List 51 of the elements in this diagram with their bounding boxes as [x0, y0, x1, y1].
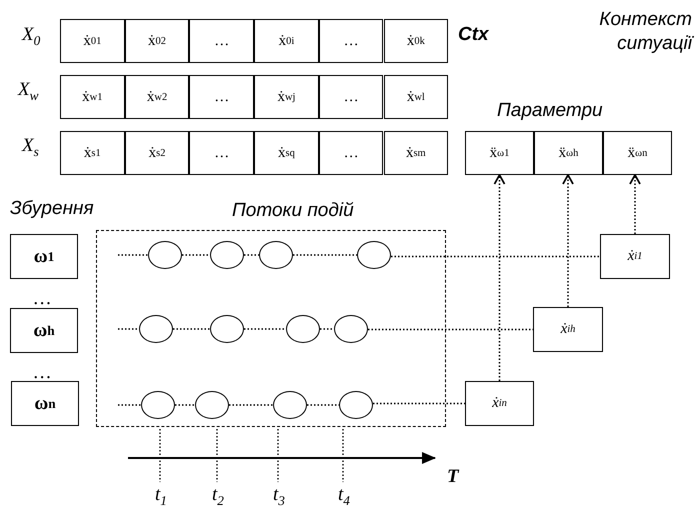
dotted-line [244, 254, 259, 256]
dotted-line [182, 254, 210, 256]
table-cell: … [189, 19, 254, 63]
ellipsis: … [34, 362, 51, 384]
dotted-line [118, 254, 148, 256]
dotted-line [373, 402, 465, 404]
group-heading: Потоки подій [232, 200, 354, 222]
event-circle [148, 241, 182, 269]
tick-label: t$_{3}$ [273, 484, 285, 509]
table-cell: … [318, 75, 384, 119]
dotted-line [173, 328, 210, 330]
dotted-arrow [629, 174, 641, 234]
dotted-line [320, 328, 334, 330]
dotted-line [229, 404, 273, 406]
ellipsis: … [34, 288, 51, 310]
row-label: X$_{w}$ [18, 79, 38, 104]
table-cell: … [189, 131, 254, 175]
dotted-arrow [494, 174, 506, 381]
table-cell: … [189, 75, 254, 119]
row-label: X$_{s}$ [22, 135, 39, 160]
tick-label: t$_{1}$ [155, 484, 167, 509]
table-cell: … [318, 131, 384, 175]
heading-label: Ctx [458, 24, 489, 46]
event-circle [259, 241, 293, 269]
dotted-line [244, 328, 286, 330]
caption-label: Контекст ситуації [598, 8, 692, 56]
event-circle [210, 241, 244, 269]
dotted-line [391, 256, 600, 258]
table-cell: … [318, 19, 384, 63]
tick-label: t$_{2}$ [212, 484, 224, 509]
event-circle [210, 315, 244, 343]
event-circle [357, 241, 391, 269]
dotted-line [118, 404, 141, 406]
axis-label: T [447, 466, 459, 488]
dotted-line [293, 254, 357, 256]
event-circle [334, 315, 368, 343]
event-circle [141, 391, 175, 419]
event-circle [339, 391, 373, 419]
group-heading: Параметри [497, 100, 603, 122]
event-circle [139, 315, 173, 343]
dotted-arrow [562, 174, 574, 307]
event-circle [195, 391, 229, 419]
dotted-line [175, 404, 195, 406]
dotted-line [118, 328, 139, 330]
event-circle [273, 391, 307, 419]
dotted-line [368, 328, 533, 330]
event-circle [286, 315, 320, 343]
group-heading: Збурення [10, 198, 94, 220]
row-label: X$_{0}$ [22, 24, 40, 49]
tick-label: t$_{4}$ [338, 484, 350, 509]
dotted-line [307, 404, 339, 406]
